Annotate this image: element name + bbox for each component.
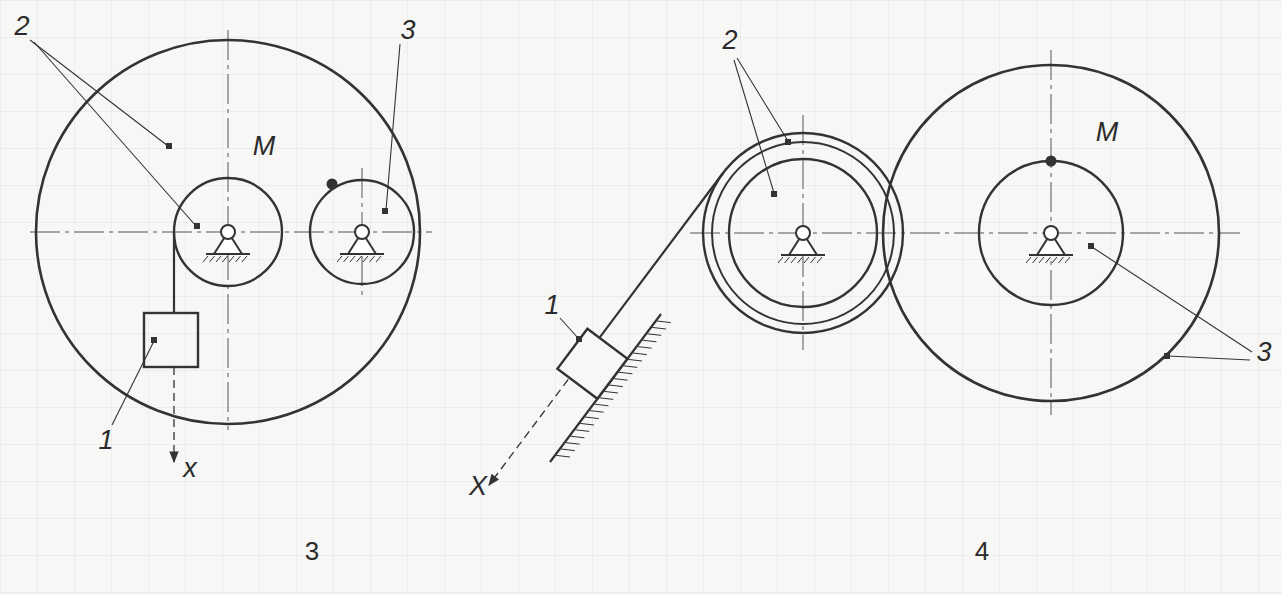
incline-hatch [628,359,642,361]
support-hatch [811,257,816,263]
incline-hatch [595,404,609,406]
pivot-support [778,226,825,263]
pivot-support [337,225,384,262]
incline-hatch [652,327,666,329]
stepped-wheel-ring [712,142,894,324]
support-hatch [216,256,221,262]
support-base [340,253,384,255]
incline-hatch [604,391,618,393]
support-hatch [229,256,234,262]
callout-number: 3 [400,17,415,44]
support-base [781,254,825,256]
support-hatch [242,256,247,262]
point-m [1046,156,1057,167]
support-base [1029,254,1073,256]
support-hatch [785,257,790,263]
load-block [144,313,198,367]
wheel-3 [310,180,414,284]
callout-number: 3 [1256,339,1271,366]
incline-hatch [614,379,628,381]
support-hatch [210,256,215,262]
support-hatch [357,256,362,262]
incline-hatch [580,423,594,425]
incline-hatch [561,449,575,451]
support-base [206,253,250,255]
rope [599,173,723,338]
incline-hatch [647,334,661,336]
figure-left [30,30,432,462]
incline-hatch [566,443,580,445]
support-hatch [344,256,349,262]
large-wheel-3 [883,65,1219,401]
support-hatch [236,256,241,262]
support-hatch [350,256,355,262]
figure-right [489,50,1252,485]
incline-hatch [599,398,613,400]
incline-hatch [643,340,657,342]
large-wheel [36,40,420,424]
callout-number: 1 [98,427,113,454]
leader-lines [560,58,1252,360]
incline-hatch [609,385,623,387]
pivot-support [1026,226,1073,263]
support-hatch [1033,257,1038,263]
support-hatch [1052,257,1057,263]
support-hatch [1039,257,1044,263]
support-hatch [376,256,381,262]
support-hatch [1065,257,1070,263]
support-hatch [337,256,342,262]
support-hatch [817,257,822,263]
axis-label: x [183,455,197,482]
incline-hatch [623,366,637,368]
support-hatch [778,257,783,263]
small-wheel [174,178,282,286]
support-hatch [203,256,208,262]
incline-hatch [657,321,671,323]
point-label: M [253,133,276,160]
hub-3 [979,161,1123,305]
stepped-wheel-inner [729,159,877,307]
incline-hatch [633,353,647,355]
axis-arrow [489,379,568,485]
incline-hatch [571,436,585,438]
callout-number: 2 [722,27,737,54]
support-pin [355,225,369,239]
support-pin [221,225,235,239]
rope [173,232,175,313]
incline-hatch [575,430,589,432]
figure-number: 3 [305,538,319,564]
pivot-support [203,225,250,262]
support-hatch [798,257,803,263]
support-hatch [804,257,809,263]
incline-hatch [585,417,599,419]
support-hatch [1059,257,1064,263]
incline-hatch [556,455,570,457]
support-hatch [363,256,368,262]
point-label: M [1096,119,1119,146]
incline-hatch [619,372,633,374]
callout-number: 2 [14,13,29,40]
incline-hatch [590,411,604,413]
support-hatch [370,256,375,262]
support-pin [1044,226,1058,240]
point-m [327,179,338,190]
axis-label: X [469,473,487,500]
figure-number: 4 [975,538,989,564]
support-hatch [1046,257,1051,263]
callout-number: 1 [544,292,559,319]
stepped-wheel-outer [703,133,903,333]
leader-lines [30,40,400,425]
support-hatch [791,257,796,263]
incline-surface [550,314,661,462]
support-hatch [1026,257,1031,263]
axis-arrow [173,367,174,462]
load-block [557,329,627,399]
support-hatch [223,256,228,262]
support-pin [796,226,810,240]
incline-hatch [638,347,652,349]
